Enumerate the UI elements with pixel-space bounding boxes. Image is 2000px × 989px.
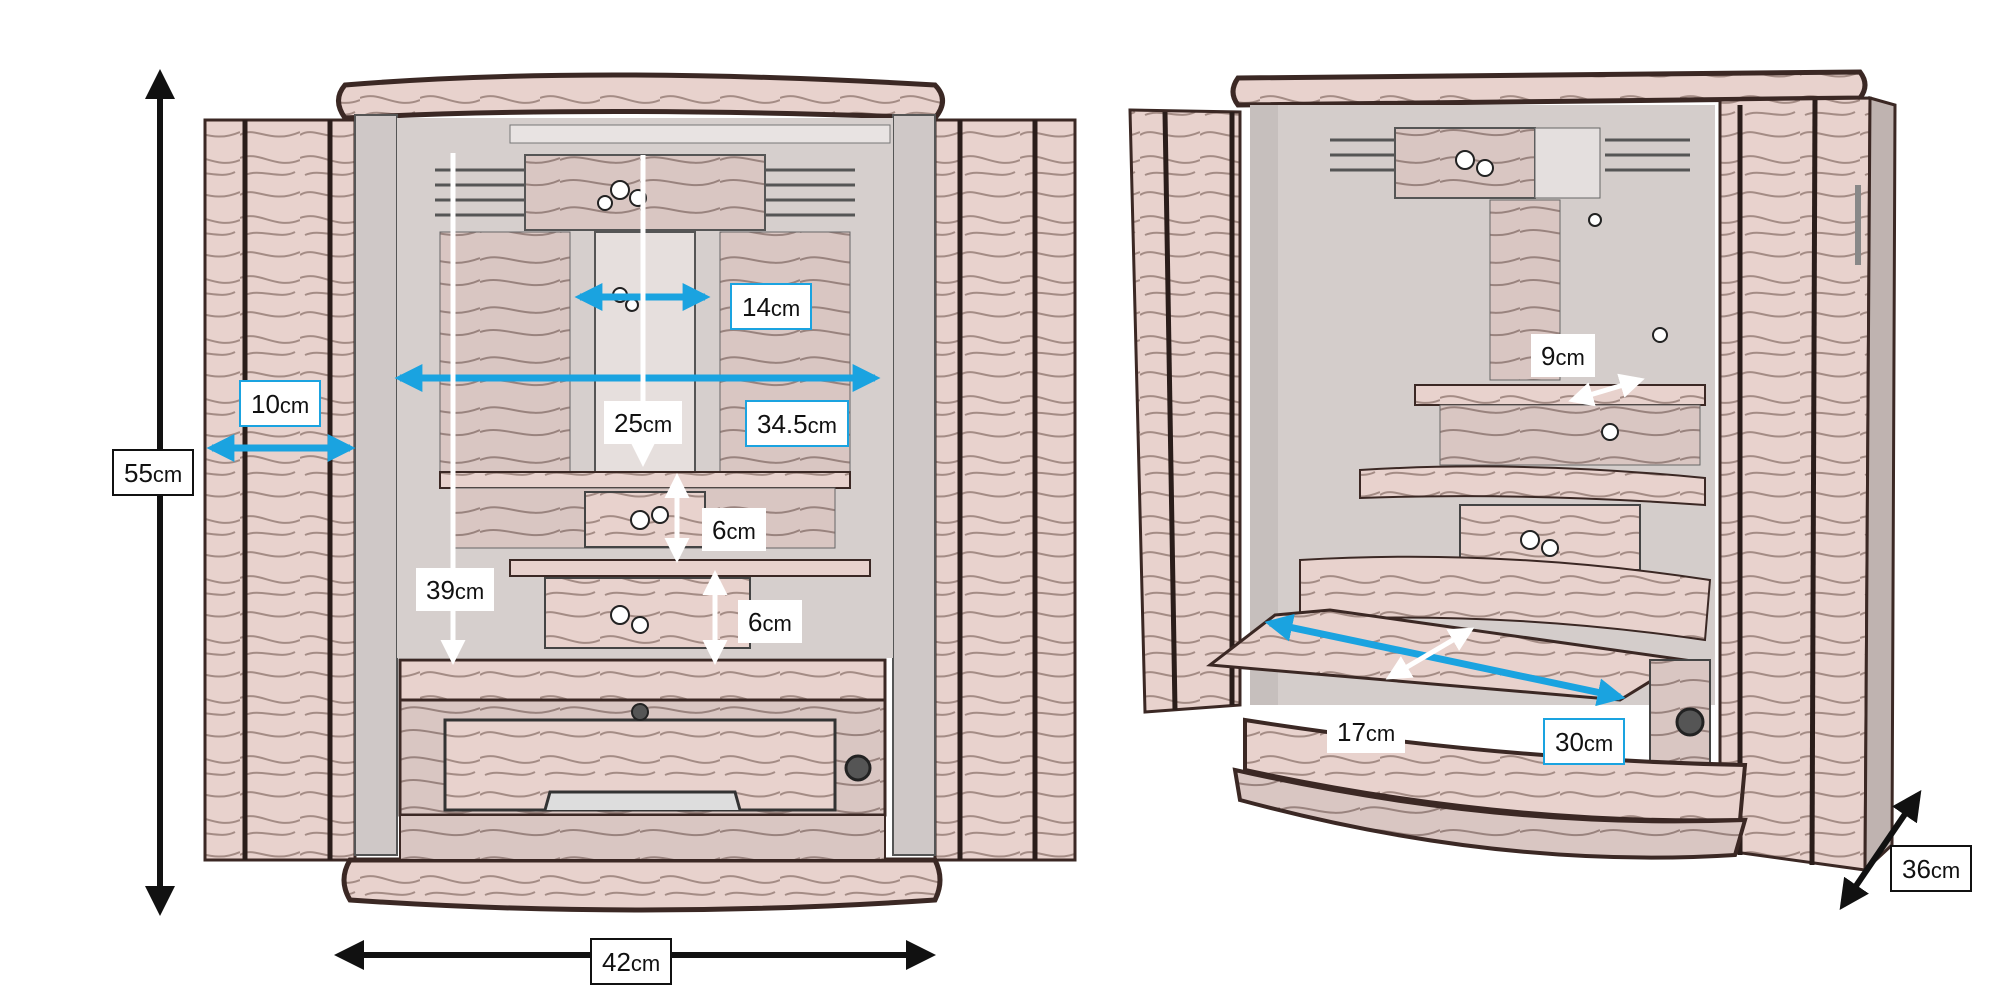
- door-width-label: 10cm: [239, 380, 322, 427]
- step1-label: 6cm: [702, 508, 766, 551]
- front-top-cap: [336, 72, 945, 121]
- upper-height-value: 25: [614, 408, 643, 438]
- interior-height-value: 39: [426, 575, 455, 605]
- shelf-depth-unit: cm: [1555, 345, 1585, 370]
- depth-unit: cm: [1930, 858, 1961, 883]
- interior-height-label: 39cm: [416, 568, 495, 611]
- center-panel-unit: cm: [770, 296, 801, 321]
- step2-label: 6cm: [738, 600, 802, 643]
- pullout-width-label: 30cm: [1543, 718, 1626, 765]
- upper-step: [439, 471, 851, 489]
- angled-plinth: [1232, 767, 1748, 860]
- width-label: 42cm: [590, 938, 673, 985]
- pullout-width-value: 30: [1555, 727, 1584, 757]
- inner-width-unit: cm: [807, 413, 837, 438]
- lower-drawer: [544, 577, 751, 649]
- front-base-top: [398, 658, 887, 702]
- height-unit: cm: [152, 462, 183, 487]
- angled-upper-shelf: [1414, 384, 1706, 406]
- step1-unit: cm: [726, 519, 756, 544]
- center-panel-label: 14cm: [730, 283, 813, 330]
- shelf-depth-value: 9: [1541, 341, 1556, 371]
- step1-value: 6: [712, 515, 727, 545]
- center-panel-value: 14: [742, 292, 771, 322]
- pullout-depth-value: 17: [1337, 717, 1366, 747]
- height-value: 55: [124, 458, 153, 488]
- width-unit: cm: [630, 951, 661, 976]
- door-width-unit: cm: [279, 393, 310, 418]
- interior-height-unit: cm: [454, 579, 485, 604]
- pullout-width-unit: cm: [1583, 731, 1614, 756]
- angled-cabinet: [1128, 69, 1897, 874]
- depth-value: 36: [1902, 854, 1931, 884]
- upper-height-label: 25cm: [604, 401, 683, 444]
- pullout-depth-unit: cm: [1365, 721, 1396, 746]
- depth-arrow: [1839, 790, 1922, 910]
- door-width-value: 10: [251, 389, 280, 419]
- width-value: 42: [602, 947, 631, 977]
- angled-middle-shelf: [1359, 465, 1706, 507]
- front-right-door: [933, 118, 1077, 862]
- louver-right: [765, 168, 855, 217]
- height-label: 55cm: [112, 449, 195, 496]
- louver-left: [435, 168, 525, 217]
- front-plinth: [341, 857, 943, 913]
- front-cabinet: [203, 72, 1077, 913]
- step2-unit: cm: [762, 611, 792, 636]
- front-knob: [844, 754, 872, 782]
- angled-left-door: [1128, 108, 1242, 714]
- pullout-depth-label: 17cm: [1327, 710, 1406, 753]
- shelf-depth-label: 9cm: [1531, 334, 1595, 377]
- upper-height-unit: cm: [642, 412, 673, 437]
- lower-step: [509, 559, 871, 577]
- depth-label: 36cm: [1890, 845, 1973, 892]
- pullout-depth-arrow: [1385, 627, 1475, 680]
- inner-width-label: 34.5cm: [745, 400, 849, 447]
- step2-value: 6: [748, 607, 763, 637]
- inner-width-value: 34.5: [757, 409, 808, 439]
- shelf-depth-arrow: [1568, 373, 1645, 407]
